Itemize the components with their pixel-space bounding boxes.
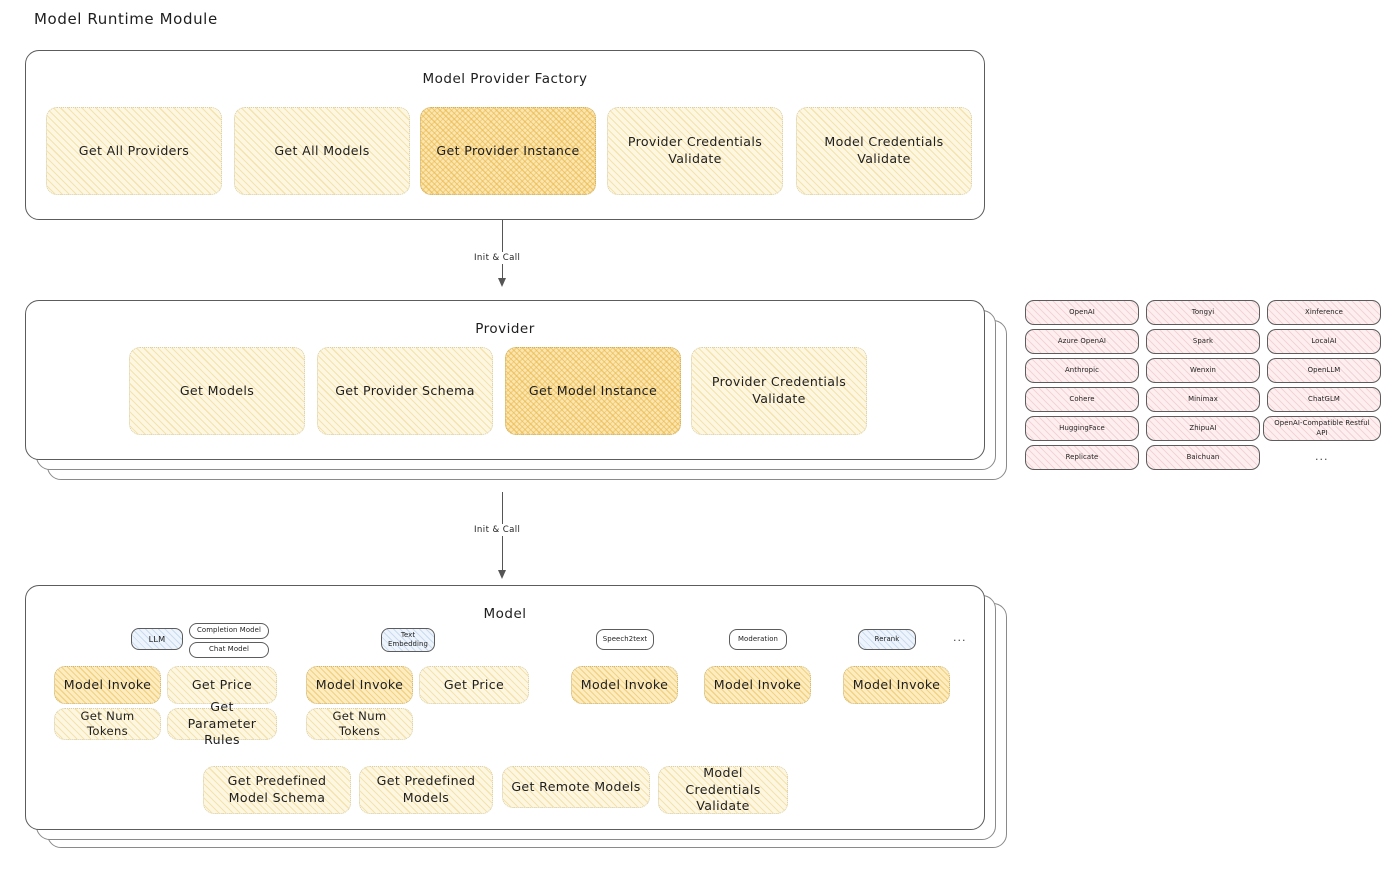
provider-chip-tongyi[interactable]: Tongyi [1146,300,1260,325]
model-type-badge-text-embedding[interactable]: Text Embedding [381,628,435,652]
provider-chip-cohere[interactable]: Cohere [1025,387,1139,412]
provider-chip-replicate[interactable]: Replicate [1025,445,1139,470]
model-types-more: ... [953,631,967,644]
provider-chip-baichuan[interactable]: Baichuan [1146,445,1260,470]
model-subtype-completion-model[interactable]: Completion Model [189,623,269,639]
model-op-get-predefined-models[interactable]: Get Predefined Models [359,766,493,814]
factory-title: Model Provider Factory [422,71,588,87]
provider-panel: Provider Get Models Get Provider Schema … [25,300,985,460]
provider-chip-spark[interactable]: Spark [1146,329,1260,354]
model-op-get-predefined-model-schema[interactable]: Get Predefined Model Schema [203,766,351,814]
provider-node-provider-credentials-validate[interactable]: Provider Credentials Validate [691,347,867,435]
provider-chip-openai[interactable]: OpenAI [1025,300,1139,325]
provider-list-more: ... [1315,450,1329,463]
model-type-badge-llm[interactable]: LLM [131,628,183,650]
model-type-badge-moderation[interactable]: Moderation [729,629,787,650]
arrow-provider-to-model-label: Init & Call [470,524,525,536]
arrow-provider-to-model-head [498,570,506,579]
provider-chip-xinference[interactable]: Xinference [1267,300,1381,325]
page-title: Model Runtime Module [34,10,218,28]
model-op-rerank-model-invoke[interactable]: Model Invoke [843,666,950,704]
provider-chip-azure-openai[interactable]: Azure OpenAI [1025,329,1139,354]
model-op-get-remote-models[interactable]: Get Remote Models [502,766,650,808]
model-panel: Model LLM Completion Model Chat Model Te… [25,585,985,830]
provider-node-get-model-instance[interactable]: Get Model Instance [505,347,681,435]
provider-chip-localai[interactable]: LocalAI [1267,329,1381,354]
provider-chip-openllm[interactable]: OpenLLM [1267,358,1381,383]
model-op-llm-get-parameter-rules[interactable]: Get Parameter Rules [167,699,277,747]
model-title: Model [483,606,527,622]
factory-node-get-provider-instance[interactable]: Get Provider Instance [420,107,596,195]
provider-node-get-models[interactable]: Get Models [129,347,305,435]
model-op-speech2text-model-invoke[interactable]: Model Invoke [571,666,678,704]
factory-node-get-all-providers[interactable]: Get All Providers [46,107,222,195]
model-provider-factory-panel: Model Provider Factory Get All Providers… [25,50,985,220]
provider-chip-openai-compatible[interactable]: OpenAI-Compatible Restful API [1263,416,1381,441]
arrow-factory-to-provider-line [502,220,504,282]
model-op-llm-model-invoke[interactable]: Model Invoke [54,666,161,704]
model-op-llm-get-num-tokens[interactable]: Get Num Tokens [54,708,161,740]
model-op-embedding-get-price[interactable]: Get Price [419,666,529,704]
model-op-moderation-model-invoke[interactable]: Model Invoke [704,666,811,704]
provider-chip-wenxin[interactable]: Wenxin [1146,358,1260,383]
arrow-factory-to-provider-head [498,278,506,287]
model-op-model-credentials-validate[interactable]: Model Credentials Validate [658,765,788,814]
model-op-embedding-model-invoke[interactable]: Model Invoke [306,666,413,704]
provider-node-get-provider-schema[interactable]: Get Provider Schema [317,347,493,435]
provider-chip-huggingface[interactable]: HuggingFace [1025,416,1139,441]
factory-node-get-all-models[interactable]: Get All Models [234,107,410,195]
provider-chip-anthropic[interactable]: Anthropic [1025,358,1139,383]
provider-chip-zhipuai[interactable]: ZhipuAI [1146,416,1260,441]
model-type-badge-rerank[interactable]: Rerank [858,629,916,650]
provider-chip-minimax[interactable]: Minimax [1146,387,1260,412]
factory-node-provider-credentials-validate[interactable]: Provider Credentials Validate [607,107,783,195]
arrow-factory-to-provider-label: Init & Call [470,252,525,264]
model-subtype-chat-model[interactable]: Chat Model [189,642,269,658]
provider-title: Provider [475,321,535,337]
factory-node-model-credentials-validate[interactable]: Model Credentials Validate [796,107,972,195]
model-op-llm-get-price[interactable]: Get Price [167,666,277,704]
provider-chip-chatglm[interactable]: ChatGLM [1267,387,1381,412]
model-type-badge-speech2text[interactable]: Speech2text [596,629,654,650]
model-op-embedding-get-num-tokens[interactable]: Get Num Tokens [306,708,413,740]
